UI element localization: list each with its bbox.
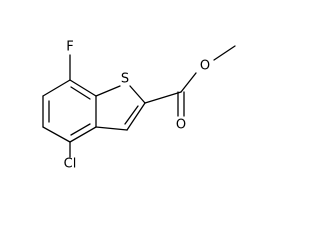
benzene-ring [42,79,97,143]
bond-c6-c7 [42,79,71,97]
atom-label-oxygen-carbonyl: O [176,118,186,133]
double-bond-c7-c7a [70,86,91,100]
thiophene-ring [95,85,146,131]
bond-c2-carbonyl [144,91,182,104]
bond-c7a-s [95,85,121,97]
atom-label-chlorine: Cl [64,157,77,172]
atom-label-sulfur: S [121,72,129,87]
bond-c3a-c4 [69,126,97,143]
double-bond-c3a-c4 [70,123,91,136]
substituent-bonds [69,45,236,158]
bond-c2-c3 [126,102,146,131]
atom-label-fluorine: F [66,40,73,55]
atom-label-oxygen-ether: O [200,59,210,74]
bond-c4-c5 [42,126,71,143]
chemical-structure-diagram: F S Cl O O [42,40,236,172]
bond-c7-c7a [69,79,97,97]
bond-o-methyl [213,45,236,61]
double-bond-c2-c3 [124,105,139,125]
bond-s-c2 [129,85,146,104]
bond-c3-c3a [95,126,128,131]
bond-carbonyl-o-single [180,72,197,93]
